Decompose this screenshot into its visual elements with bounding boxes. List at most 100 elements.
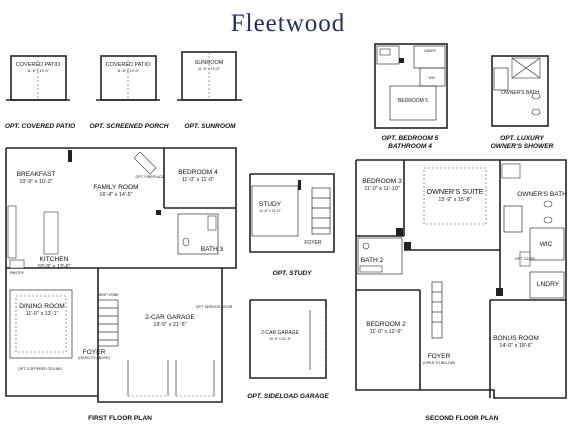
sideload-dims: 19'-5" x 21'-5" xyxy=(269,337,292,341)
opt-sideload-garage: 2-CAR GARAGE 19'-5" x 21'-5" OPT. SIDELO… xyxy=(247,299,329,400)
sf-wic-label: WIC xyxy=(540,241,553,248)
plan-title: Fleetwood xyxy=(231,10,346,37)
sideload-caption: OPT. SIDELOAD GARAGE xyxy=(247,393,329,400)
ff-coffered-ceiling xyxy=(15,295,67,353)
ff-bath3-toilet xyxy=(182,237,190,247)
sf-exterior-wall xyxy=(355,159,567,399)
sf-bonus-label: BONUS ROOM xyxy=(493,335,539,342)
ff-garage-label: 2-CAR GARAGE xyxy=(145,314,195,321)
bed5-caption-2: BATHROOM 4 xyxy=(388,143,432,150)
sf-bed2-label: BEDROOM 2 xyxy=(366,321,406,328)
ff-family-dims: 16'-4" x 14'-5" xyxy=(99,192,132,198)
patio-caption: OPT. COVERED PATIO xyxy=(5,123,76,130)
bed5-caption-1: OPT. BEDROOM 5 xyxy=(382,135,439,142)
ff-column xyxy=(68,150,72,162)
opt-covered-patio: COVERED PATIO 11'-6" x 10'-0" OPT. COVER… xyxy=(5,55,76,130)
sunroom-label: SUNROOM xyxy=(195,60,224,66)
sf-foyer-label: FOYER xyxy=(428,353,451,360)
lux-sink-2 xyxy=(531,108,541,116)
sf-foyer-note: (OPEN TO BELOW) xyxy=(423,361,455,365)
sideload-label: 2-CAR GARAGE xyxy=(261,330,299,336)
sf-bed2-dims: 11'-0" x 12'-6" xyxy=(370,329,403,335)
sf-wc xyxy=(503,205,523,233)
lux-caption-2: OWNER'S SHOWER xyxy=(491,143,554,150)
sf-bath2-label: BATH 2 xyxy=(361,257,384,264)
ff-breakfast-label: BREAKFAST xyxy=(17,171,56,178)
lux-closet xyxy=(493,67,509,91)
ff-bath3-tub xyxy=(207,215,217,231)
ff-dining-dims: 11'-0" x 13'-1" xyxy=(26,311,59,317)
sf-stairs xyxy=(431,281,443,339)
sunroom-dims: 11'-6" x 10'-0" xyxy=(198,67,221,71)
sf-caption: SECOND FLOOR PLAN xyxy=(426,415,499,422)
study-stairs xyxy=(311,187,331,235)
ff-fireplace xyxy=(133,151,157,175)
sf-bath2-toilet xyxy=(362,242,370,250)
bath4-room xyxy=(376,45,400,65)
ff-pantry-label: PANTRY xyxy=(10,271,25,275)
ff-dining-label: DINING ROOM xyxy=(19,303,64,310)
sf-sink-2 xyxy=(543,216,553,224)
bed5-lndry-label: LNDRY xyxy=(424,49,437,53)
sideload-outline xyxy=(249,299,327,379)
bed5-room xyxy=(389,85,437,121)
sf-suite-label: OWNER'S SUITE xyxy=(427,187,484,196)
ff-bath3-label: BATH 3 xyxy=(201,246,224,253)
study-foyer-label: FOYER xyxy=(304,240,322,246)
ff-family-label: FAMILY ROOM xyxy=(93,184,138,191)
sf-lndry xyxy=(529,271,565,299)
sf-lndry-label: LNDRY xyxy=(537,281,560,288)
sunroom-caption: OPT. SUNROOM xyxy=(184,123,236,130)
patio-label: COVERED PATIO xyxy=(16,62,61,68)
ff-coffered-label: OPT. COFFERED CEILING xyxy=(18,367,62,371)
study-caption: OPT. STUDY xyxy=(272,270,312,277)
ff-caption: FIRST FLOOR PLAN xyxy=(88,415,152,422)
bath4-tub xyxy=(379,48,391,56)
lux-shower-x2 xyxy=(511,57,541,79)
bed5-wic-label: WIC xyxy=(429,76,436,80)
ff-bath3 xyxy=(177,213,219,255)
bed5-outline xyxy=(374,43,448,129)
sf-column xyxy=(496,288,503,296)
second-floor-plan: BEDROOM 3 11'-0" x 11'-10" OWNER'S SUITE… xyxy=(355,159,567,422)
opt-bedroom5: LNDRY WIC BEDROOM 5 OPT. BEDROOM 5 BATHR… xyxy=(374,43,448,150)
ff-breakfast-dims: 10'-9" x 10'-2" xyxy=(19,179,52,185)
sf-bonus-dims: 14'-0" x 18'-6" xyxy=(499,343,532,349)
porch-caption: OPT. SCREENED PORCH xyxy=(89,123,168,130)
sf-sink-1 xyxy=(543,200,553,208)
study-dims: 11'-0" x 11'-0" xyxy=(259,209,281,213)
ff-exterior-wall xyxy=(5,147,237,403)
study-room xyxy=(251,185,299,237)
ff-fireplace-label: OPT. FIREPLACE xyxy=(136,175,166,179)
lux-bath-label: OWNER'S BATH xyxy=(501,90,539,96)
sf-column xyxy=(404,242,411,250)
sf-owners-bath-label: OWNER'S BATH xyxy=(517,191,567,198)
study-column xyxy=(298,180,301,190)
porch-dims: 11'-6" x 10'-0" xyxy=(117,69,140,73)
bed5-column xyxy=(399,58,404,63)
sf-column xyxy=(396,228,403,236)
porch-label: COVERED PATIO xyxy=(106,62,151,68)
sf-tray-ceiling xyxy=(423,167,487,225)
ff-kitchen-label: KITCHEN xyxy=(40,256,69,263)
first-floor-plan: BREAKFAST 10'-9" x 10'-2" FAMILY ROOM 16… xyxy=(5,147,237,422)
lux-caption-1: OPT. LUXURY xyxy=(500,135,544,142)
lux-sink-1 xyxy=(531,92,541,100)
patio-dims: 11'-6" x 10'-0" xyxy=(27,69,50,73)
ff-foyer-note: (OPEN TO ABOVE) xyxy=(78,356,110,360)
sf-suite-dims: 15'-9" x 15'-8" xyxy=(438,197,471,203)
study-outline xyxy=(249,173,335,253)
sf-tub xyxy=(501,163,521,179)
ff-drop-zone-label: DROP ZONE xyxy=(97,293,119,297)
sf-bath2-tub xyxy=(359,265,383,273)
bed5-label: BEDROOM 5 xyxy=(398,98,428,104)
ff-service-door-label: OPT. SERVICE DOOR xyxy=(196,305,233,309)
ff-dining xyxy=(9,289,73,359)
ff-garage-dims: 19'-5" x 21'-5" xyxy=(153,322,186,328)
sf-bed3-dims: 11'-0" x 11'-10" xyxy=(364,186,399,192)
ff-kitchen-counter xyxy=(7,205,17,259)
sf-wic xyxy=(529,227,565,261)
study-label: STUDY xyxy=(259,201,282,208)
ff-column xyxy=(156,210,161,215)
